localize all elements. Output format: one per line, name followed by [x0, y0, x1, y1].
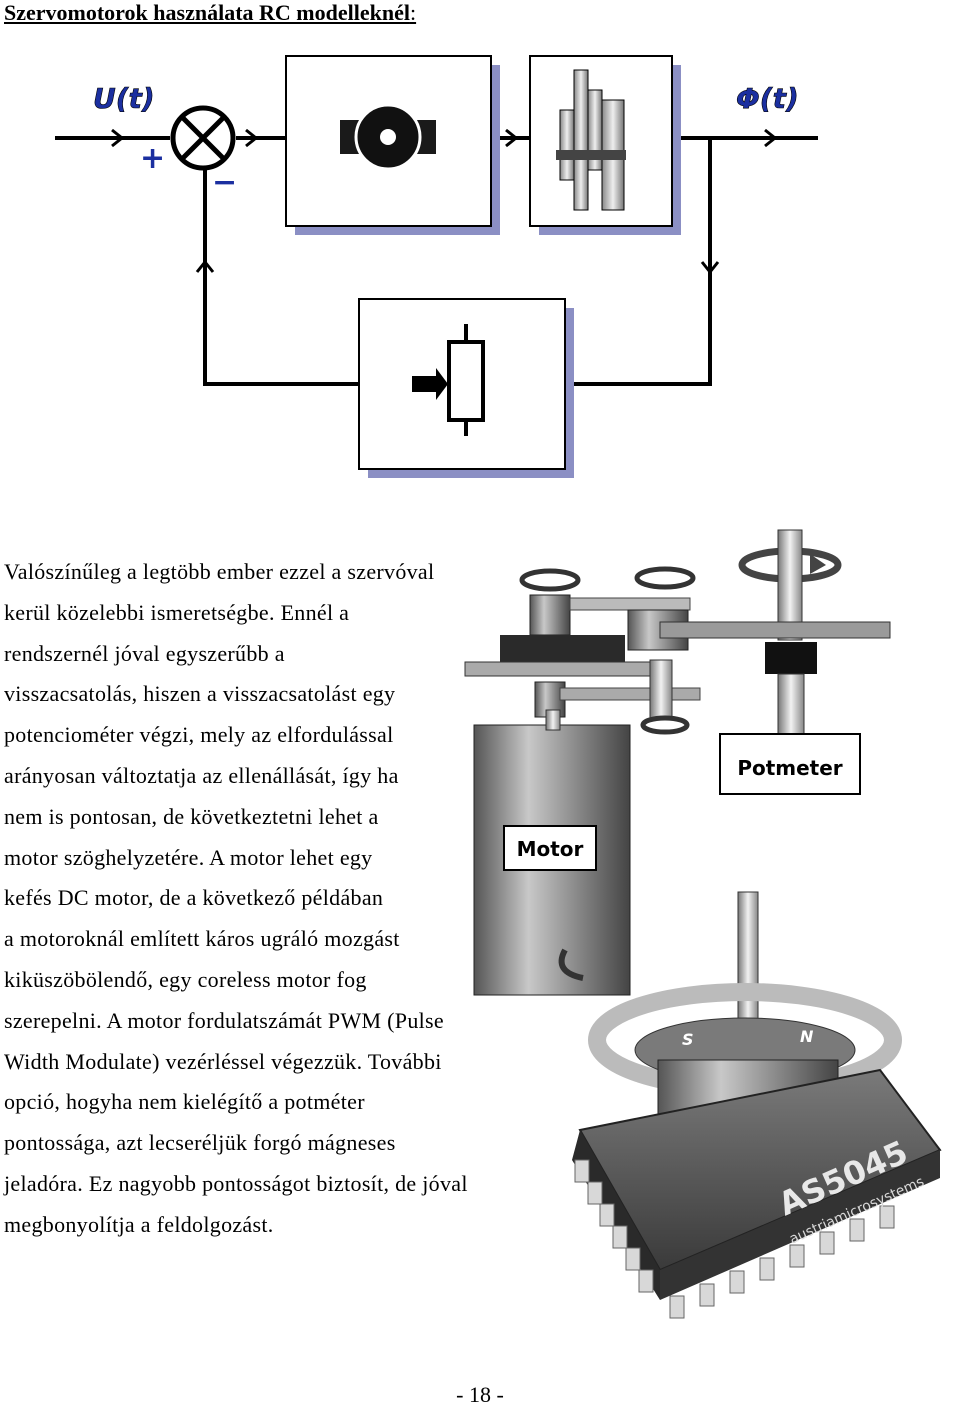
chip-pins — [574, 1159, 895, 1319]
body-paragraph: Valószínűleg a legtöbb ember ezzel a sze… — [4, 552, 564, 1246]
magnet-north-label: N — [800, 1027, 814, 1046]
potmeter-label: Potmeter — [737, 756, 842, 780]
arrow-head — [764, 128, 778, 148]
rotation-arrow-icon — [640, 715, 690, 735]
gear — [659, 621, 891, 639]
page-number: - 18 - — [456, 1382, 504, 1407]
body-line: megbonyolítja a feldolgozást. — [4, 1211, 274, 1237]
body-line: potenciométer végzi, mely az elforduláss… — [4, 722, 394, 748]
gear — [464, 661, 661, 677]
motor-label: Motor — [517, 837, 584, 861]
magnet-south-label: S — [682, 1030, 694, 1049]
body-line: jeladóra. Ez nagyobb pontosságot biztosí… — [4, 1170, 468, 1196]
arrow-head — [505, 128, 519, 148]
heading-colon: : — [409, 0, 417, 25]
rotation-arrow-icon — [558, 948, 584, 981]
feedback-line-left — [203, 164, 360, 386]
servo-illustration: Motor Potmeter S N AS5045 austriamicrosy… — [464, 529, 942, 1319]
potentiometer-icon — [447, 340, 485, 422]
body-line: arányosan változtatja az ellenállását, í… — [4, 762, 399, 788]
body-line: kiküszöbölendő, egy coreless motor fog — [4, 966, 367, 992]
body-line: a motoroknál említett káros ugráló mozgá… — [4, 926, 400, 952]
body-line: pontossága, azt lecseréljük forgó mágnes… — [4, 1130, 396, 1156]
minus-sign: − — [212, 165, 237, 200]
page-heading: Szervomotorok használata RC modelleknél: — [4, 0, 416, 26]
motor-label-box — [503, 825, 597, 871]
arrow-head — [111, 128, 125, 148]
arrow-head — [245, 128, 259, 148]
gear — [569, 597, 691, 611]
input-signal-label: U(t) — [93, 82, 155, 115]
arrow-head — [195, 259, 215, 273]
body-line: opció, hogyha nem kielégítő a potméter — [4, 1089, 365, 1115]
servo-block-diagram: U(t) Φ(t) + − — [55, 55, 818, 478]
output-signal-label: Φ(t) — [736, 82, 799, 115]
body-line: Valószínűleg a legtöbb ember ezzel a sze… — [4, 559, 435, 584]
potmeter-label-box — [719, 733, 861, 795]
body-line: kefés DC motor, de a következő példában — [4, 885, 384, 911]
body-line: szerepelni. A motor fordulatszámát PWM (… — [4, 1007, 444, 1033]
body-line: Width Modulate) vezérléssel végezzük. To… — [4, 1048, 442, 1074]
body-line: rendszernél jóval egyszerűbb a — [4, 640, 285, 666]
body-line: kerül közelebbi ismeretségbe. Ennél a — [4, 599, 350, 625]
plus-sign: + — [140, 141, 165, 176]
rotation-arrow-icon — [634, 566, 696, 590]
wiper-arrow-icon — [412, 368, 448, 400]
feedback-line-right — [563, 138, 712, 386]
gear — [529, 594, 571, 636]
body-line: visszacsatolás, hiszen a visszacsatolást… — [4, 681, 396, 707]
arrow-head — [700, 261, 720, 275]
body-line: nem is pontosan, de következtetni lehet … — [4, 803, 379, 829]
heading-title: Szervomotorok használata RC modelleknél — [4, 0, 410, 25]
gearbox-icon — [556, 69, 626, 211]
body-line: motor szöghelyzetére. A motor lehet egy — [4, 844, 373, 870]
rotation-arrow-icon — [519, 568, 581, 592]
